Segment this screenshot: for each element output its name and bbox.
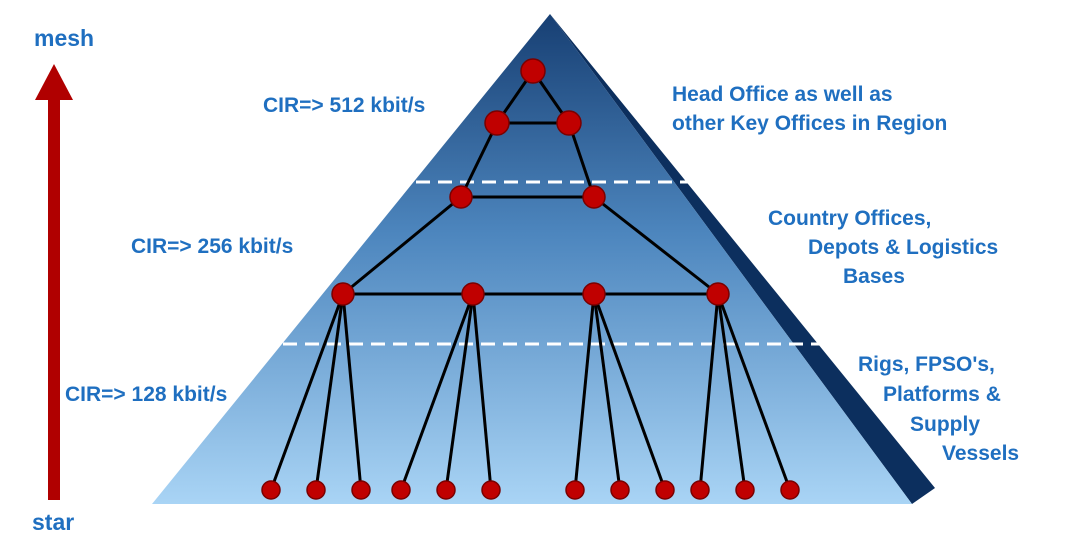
node-leaf [690, 480, 710, 500]
axis-top-label: mesh [34, 25, 94, 51]
node-top-left [484, 110, 510, 136]
node-leaf [261, 480, 281, 500]
node-leaf [780, 480, 800, 500]
tier-1-description-line-1: Head Office as well as [672, 83, 893, 106]
axis-arrow-head [35, 64, 73, 100]
pyramid-front-face [152, 14, 912, 504]
tier-3-description-line-1: Rigs, FPSO's, [858, 353, 995, 376]
node-top-right [556, 110, 582, 136]
node-mid-left [449, 185, 473, 209]
node-leaf [655, 480, 675, 500]
cir-label-tier-2: CIR=> 256 kbit/s [131, 235, 293, 258]
axis-bottom-label: star [32, 509, 74, 535]
node-leaf [481, 480, 501, 500]
node-leaf [610, 480, 630, 500]
node-leaf [565, 480, 585, 500]
node-leaf [436, 480, 456, 500]
cir-label-tier-3: CIR=> 128 kbit/s [65, 383, 227, 406]
tier-1-description-line-2: other Key Offices in Region [672, 112, 947, 135]
tier-3-description-line-2: Platforms & [883, 383, 1001, 406]
node-branch-2 [461, 282, 485, 306]
node-leaf [306, 480, 326, 500]
tier-2-description-line-2: Depots & Logistics [808, 236, 998, 259]
cir-label-tier-1: CIR=> 512 kbit/s [263, 94, 425, 117]
node-leaf [391, 480, 411, 500]
tier-2-description-line-3: Bases [843, 265, 905, 288]
node-top [520, 58, 546, 84]
axis-arrow-shaft [48, 98, 60, 500]
node-leaf [735, 480, 755, 500]
pyramid-side-face [550, 14, 935, 504]
node-branch-3 [582, 282, 606, 306]
network-nodes [261, 58, 800, 500]
tier-2-description-line-1: Country Offices, [768, 207, 931, 230]
tier-3-description-line-3: Supply [910, 413, 980, 436]
node-branch-4 [706, 282, 730, 306]
node-leaf [351, 480, 371, 500]
node-mid-right [582, 185, 606, 209]
node-branch-1 [331, 282, 355, 306]
tier-3-description-line-4: Vessels [942, 442, 1019, 465]
